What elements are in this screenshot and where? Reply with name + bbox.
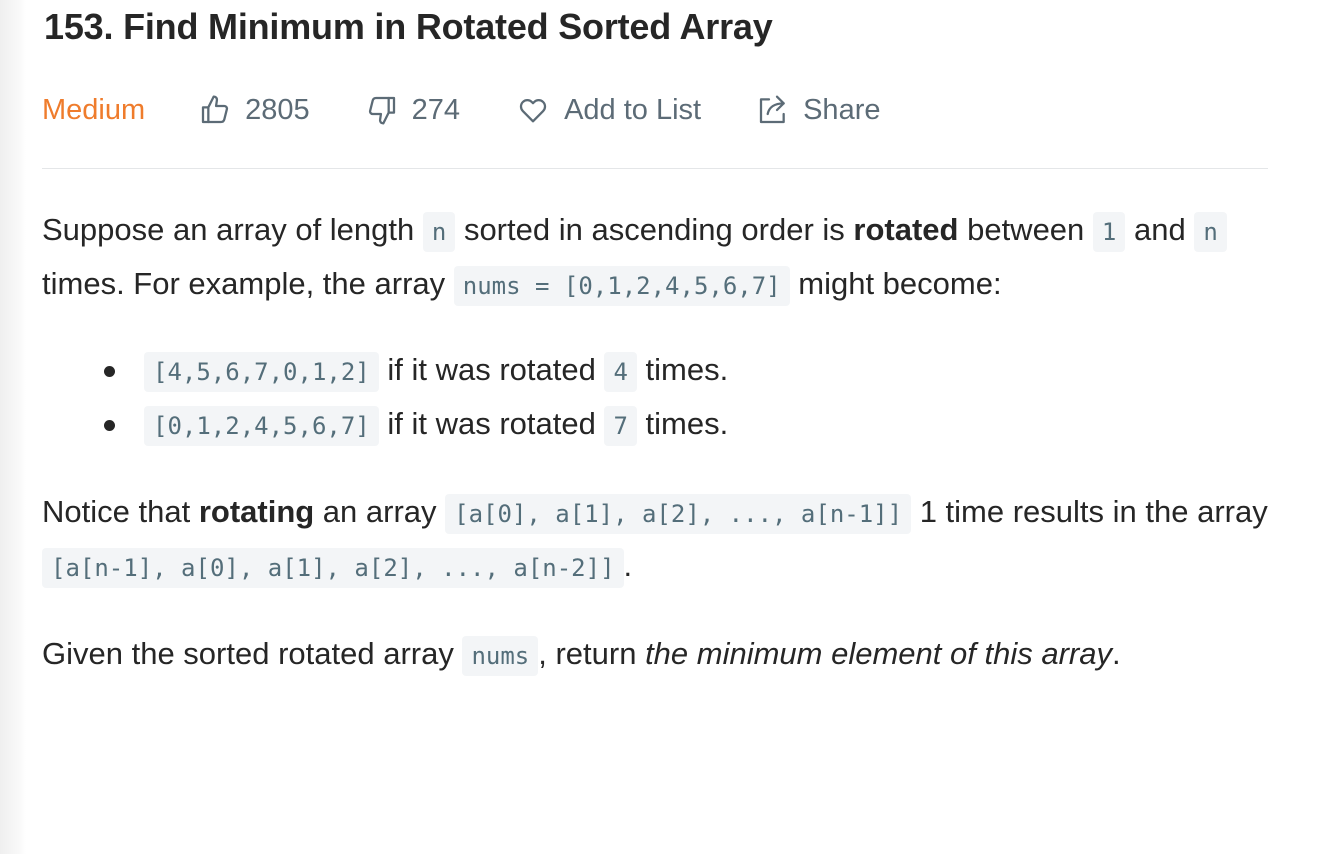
statement-paragraph-2: Notice that rotating an array [a[0], a[1… [42,486,1268,594]
left-panel-edge [0,0,26,854]
add-to-list-button[interactable]: Add to List [516,94,701,127]
dislike-count: 274 [411,93,461,126]
inline-code: n [1194,212,1227,252]
thumbs-up-icon [199,94,231,126]
problem-meta-bar: Medium 2805 274 [42,88,880,132]
list-item: [0,1,2,4,5,6,7] if it was rotated 7 time… [104,398,1268,452]
inline-code: 4 [604,352,637,392]
inline-code: [0,1,2,4,5,6,7] [144,406,379,446]
inline-code: [4,5,6,7,0,1,2] [144,352,379,392]
statement-paragraph-3: Given the sorted rotated array nums, ret… [42,628,1268,682]
statement-paragraph-1: Suppose an array of length n sorted in a… [42,204,1268,312]
like-count: 2805 [245,93,310,126]
inline-code: nums [462,636,539,676]
header-divider [42,168,1268,169]
share-button[interactable]: Share [757,94,880,127]
like-button[interactable]: 2805 [199,94,310,127]
inline-code: 1 [1092,212,1126,252]
rotation-examples-list: [4,5,6,7,0,1,2] if it was rotated 4 time… [42,344,1268,452]
thumbs-down-icon [366,94,398,126]
share-label: Share [803,93,881,126]
problem-statement: Suppose an array of length n sorted in a… [42,204,1268,682]
inline-code: [a[n-1], a[0], a[1], a[2], ..., a[n-2]] [42,548,624,588]
heart-icon [516,94,550,126]
bold-term: rotating [198,494,315,529]
bullet-dot [104,420,115,431]
bold-term: rotated [853,212,959,247]
inline-code: n [422,212,456,252]
difficulty-badge: Medium [42,93,146,126]
add-to-list-label: Add to List [564,93,702,126]
list-item: [4,5,6,7,0,1,2] if it was rotated 4 time… [104,344,1268,398]
problem-title: 153. Find Minimum in Rotated Sorted Arra… [44,6,773,47]
share-icon [757,94,789,126]
bullet-dot [104,366,115,377]
inline-code: nums = [0,1,2,4,5,6,7] [453,266,790,306]
inline-code: [a[0], a[1], a[2], ..., a[n-1]] [445,494,912,534]
dislike-button[interactable]: 274 [366,94,460,127]
italic-phrase: the minimum element of this array [645,636,1112,671]
inline-code: 7 [604,406,637,446]
